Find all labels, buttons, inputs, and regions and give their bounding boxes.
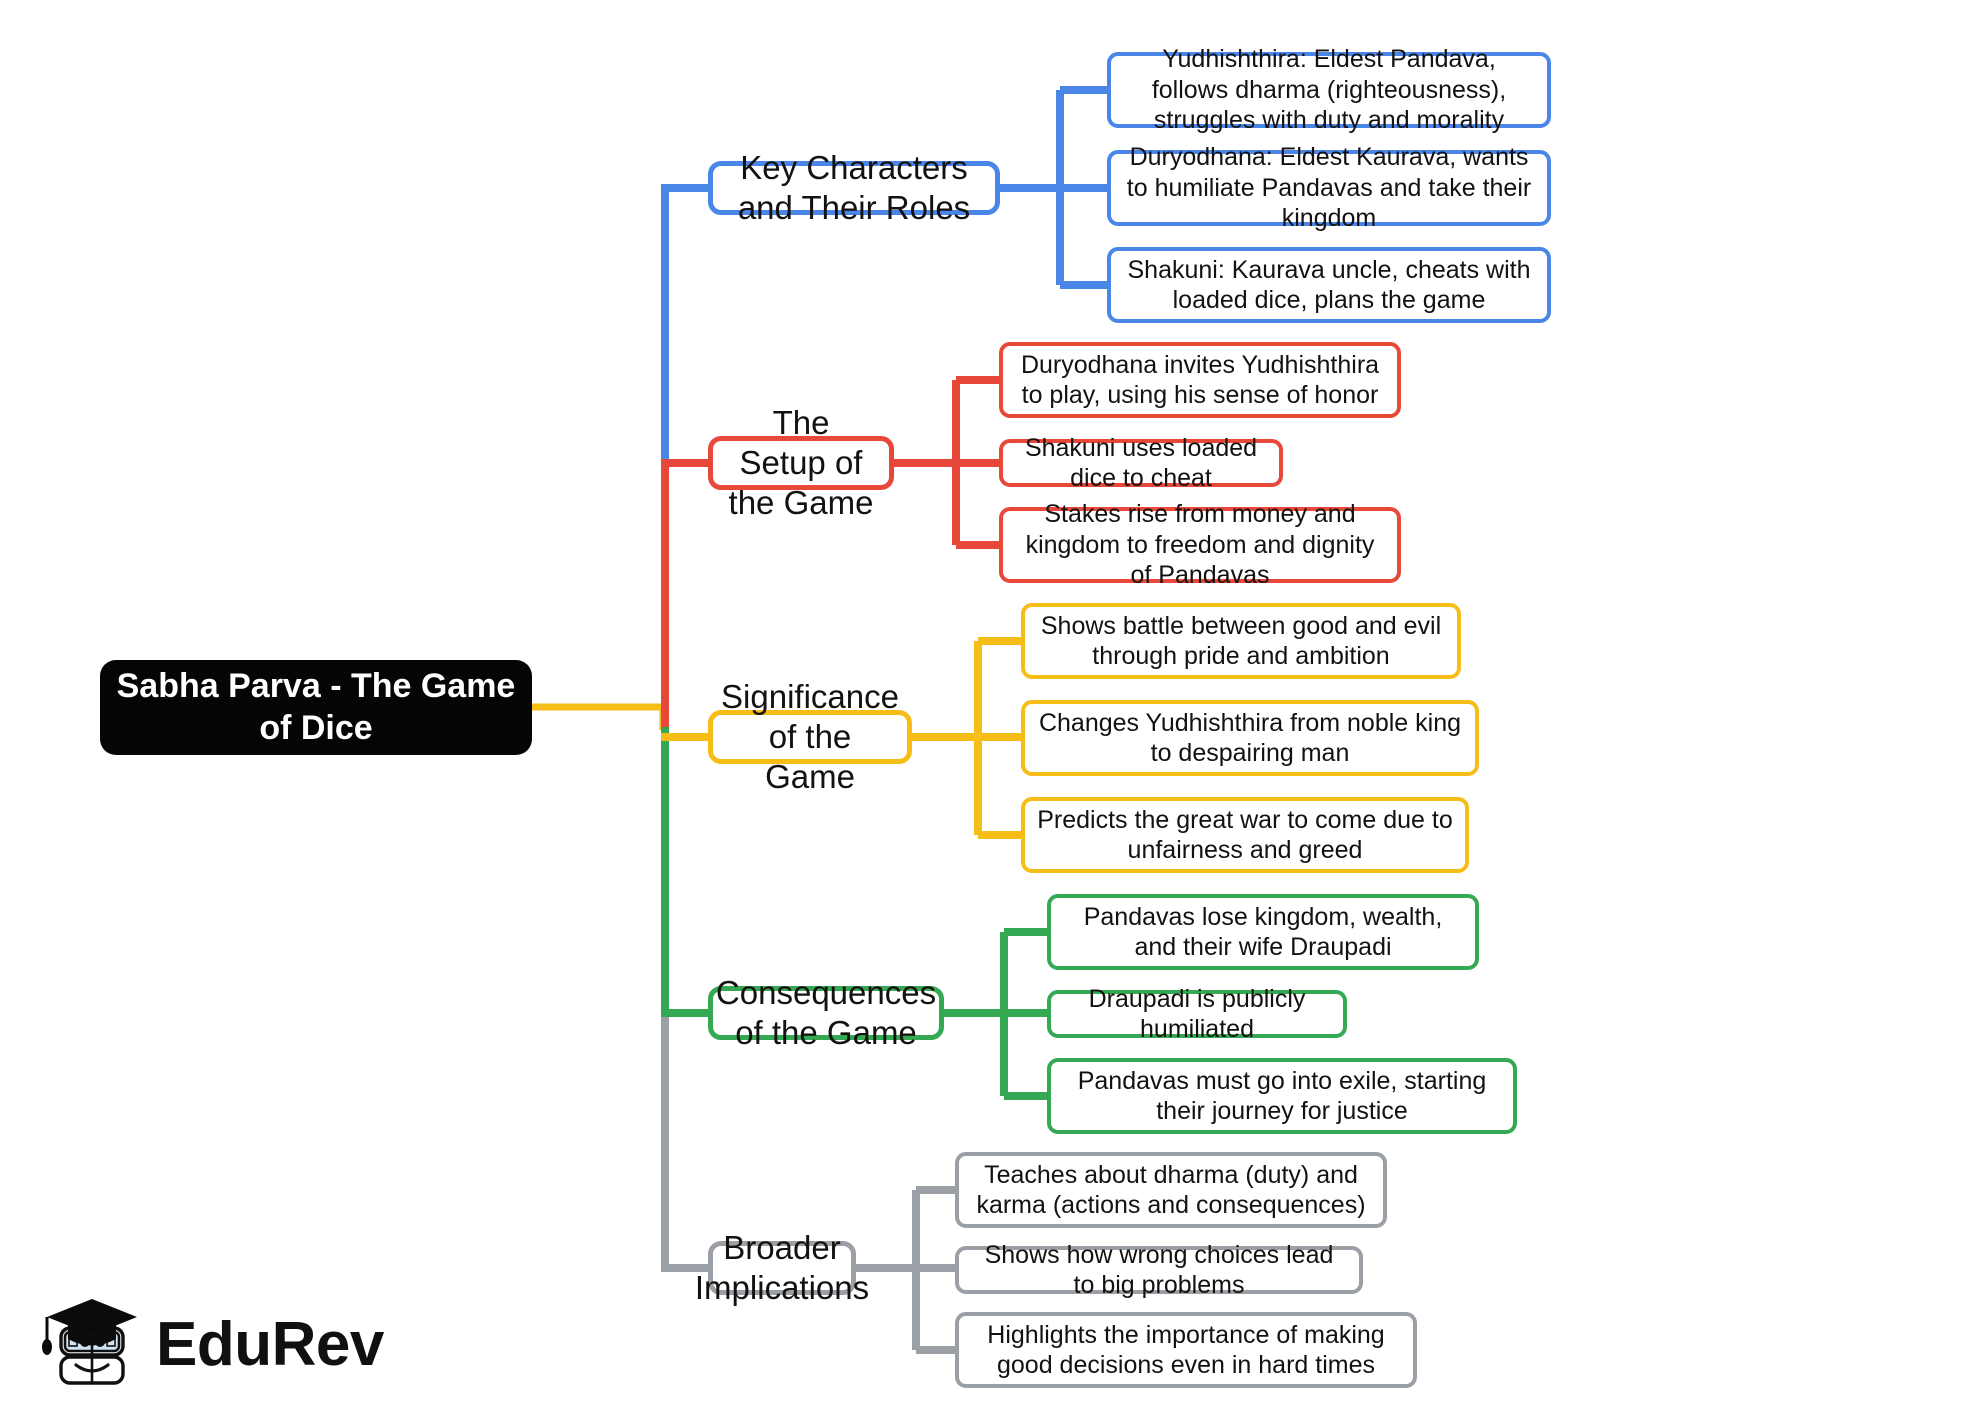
leaf-node-stakes-rise[interactable]: Stakes rise from money and kingdom to fr…: [999, 500, 1401, 589]
leaf-node-loaded-dice[interactable]: Shakuni uses loaded dice to cheat: [999, 434, 1283, 492]
leaf-node-wrong-choices[interactable]: Shows how wrong choices lead to big prob…: [955, 1241, 1363, 1299]
leaf-node-duryodhana[interactable]: Duryodhana: Eldest Kaurava, wants to hum…: [1107, 143, 1551, 232]
branch-node-significance[interactable]: Significance of the Game: [708, 678, 912, 795]
edurev-logo-text: EduRev: [156, 1310, 384, 1379]
branch-node-consequences[interactable]: Consequences of the Game: [708, 974, 944, 1051]
leaf-node-lose-kingdom[interactable]: Pandavas lose kingdom, wealth, and their…: [1047, 894, 1479, 970]
graduation-cap-book-mascot-icon: [42, 1299, 137, 1385]
leaf-node-yudhishthira-change[interactable]: Changes Yudhishthira from noble king to …: [1021, 700, 1479, 776]
root-node[interactable]: Sabha Parva - The Game of Dice: [100, 660, 532, 755]
leaf-node-predicts-war[interactable]: Predicts the great war to come due to un…: [1021, 797, 1469, 873]
branch-node-broader-implications[interactable]: Broader Implications: [694, 1228, 870, 1306]
leaf-node-good-vs-evil[interactable]: Shows battle between good and evil throu…: [1021, 603, 1461, 679]
leaf-node-dharma-karma[interactable]: Teaches about dharma (duty) and karma (a…: [955, 1152, 1387, 1228]
leaf-node-yudhishthira[interactable]: Yudhishthira: Eldest Pandava, follows dh…: [1107, 45, 1551, 134]
leaf-node-good-decisions[interactable]: Highlights the importance of making good…: [955, 1312, 1417, 1388]
leaf-node-duryodhana-invites[interactable]: Duryodhana invites Yudhishthira to play,…: [999, 342, 1401, 418]
edurev-logo: EduRev: [38, 1290, 384, 1400]
leaf-node-draupadi-humiliated[interactable]: Draupadi is publicly humiliated: [1047, 985, 1347, 1043]
branch-node-key-characters[interactable]: Key Characters and Their Roles: [708, 149, 1000, 226]
leaf-node-exile[interactable]: Pandavas must go into exile, starting th…: [1047, 1058, 1517, 1134]
leaf-node-shakuni[interactable]: Shakuni: Kaurava uncle, cheats with load…: [1107, 247, 1551, 323]
branch-node-setup-of-game[interactable]: The Setup of the Game: [708, 404, 894, 521]
